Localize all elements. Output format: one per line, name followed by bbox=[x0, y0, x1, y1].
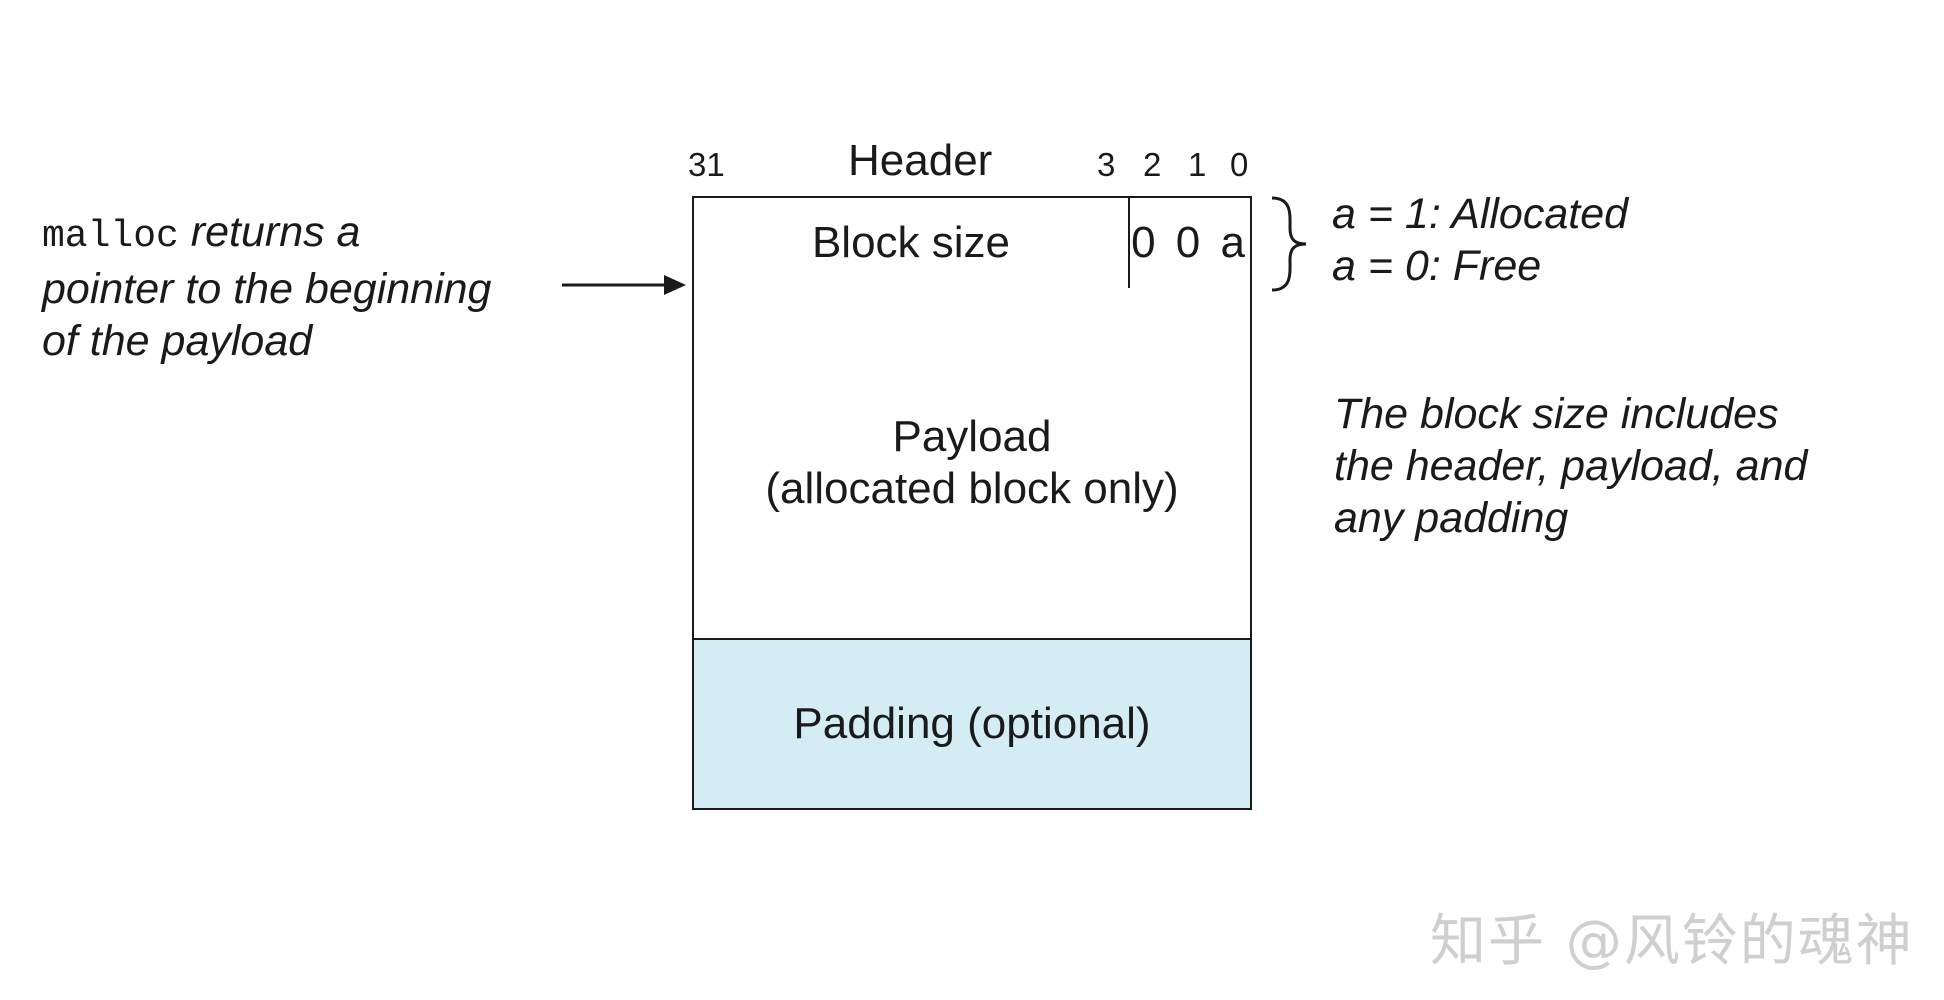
header-row: Block size 0 0 a bbox=[692, 196, 1252, 290]
bit-label-2: 2 bbox=[1143, 146, 1162, 183]
pointer-arrow-head bbox=[664, 275, 686, 295]
bit-label-3: 3 bbox=[1097, 146, 1116, 183]
payload-label: Payload bbox=[892, 412, 1052, 461]
payload-region: Payload (allocated block only) bbox=[692, 288, 1252, 640]
malloc-note-line-1-rest: returns a bbox=[178, 208, 361, 256]
malloc-note: malloc returns a pointer to the beginnin… bbox=[42, 206, 491, 367]
malloc-note-line-1: malloc returns a bbox=[42, 206, 491, 263]
flag-note: a = 1: Allocated a = 0: Free bbox=[1332, 188, 1628, 292]
block-size-note: The block size includes the header, payl… bbox=[1334, 388, 1807, 544]
watermark: 知乎 @风铃的魂神 bbox=[1430, 909, 1914, 974]
flag-note-allocated: a = 1: Allocated bbox=[1332, 190, 1629, 238]
block-size-note-line-1: The block size includes bbox=[1334, 390, 1779, 438]
pointer-arrow bbox=[562, 275, 686, 295]
flag-bits-field: 0 0 a bbox=[1131, 218, 1249, 267]
bit-label-31: 31 bbox=[688, 146, 725, 183]
bit-label-0: 0 bbox=[1230, 146, 1249, 183]
block-size-note-line-2: the header, payload, and bbox=[1334, 442, 1808, 490]
block-size-field: Block size bbox=[694, 198, 1130, 288]
flag-brace bbox=[1271, 196, 1307, 292]
flag-note-free: a = 0: Free bbox=[1332, 242, 1542, 290]
bit-label-1: 1 bbox=[1188, 146, 1207, 183]
block-size-note-line-3: any padding bbox=[1334, 494, 1569, 542]
padding-region: Padding (optional) bbox=[692, 638, 1252, 810]
payload-sublabel: (allocated block only) bbox=[765, 464, 1179, 513]
header-title: Header bbox=[848, 136, 993, 185]
padding-label: Padding (optional) bbox=[793, 699, 1151, 748]
malloc-code: malloc bbox=[42, 215, 179, 258]
malloc-note-line-2: pointer to the beginning bbox=[42, 265, 492, 313]
malloc-note-line-3: of the payload bbox=[42, 317, 313, 365]
